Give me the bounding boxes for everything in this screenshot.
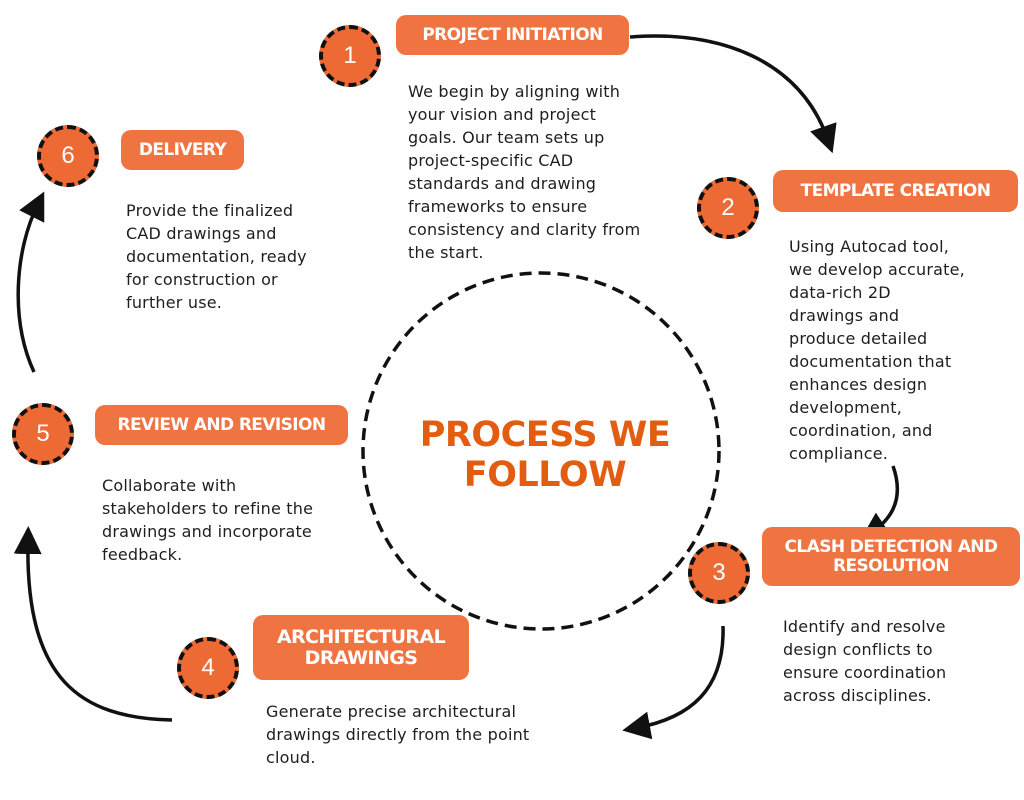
- step-5-number-badge: 5: [12, 403, 74, 465]
- step-4-description: Generate precise architectural drawings …: [266, 702, 530, 767]
- step-2-description: Using Autocad tool, we develop accurate,…: [789, 237, 965, 463]
- step-3-description: Identify and resolve design conflicts to…: [783, 617, 947, 705]
- step-5-title: REVIEW AND REVISION: [95, 405, 348, 445]
- step-3-title: CLASH DETECTION AND RESOLUTION: [762, 527, 1020, 586]
- step-1-description: We begin by aligning with your vision an…: [408, 82, 641, 262]
- center-title-line1: PROCESS WE: [419, 415, 671, 455]
- arrow-2-to-3: [860, 465, 899, 540]
- arrow-4-to-5: [13, 526, 173, 722]
- step-6-title: DELIVERY: [121, 130, 244, 170]
- step-1-title: PROJECT INITIATION: [396, 15, 629, 55]
- step-5-description: Collaborate with stakeholders to refine …: [102, 476, 314, 564]
- step-2-title: TEMPLATE CREATION: [773, 170, 1018, 212]
- arrow-3-to-4: [622, 625, 725, 740]
- step-2-number-badge: 2: [697, 177, 759, 239]
- step-1-number-badge: 1: [319, 25, 381, 87]
- step-6-description: Provide the finalized CAD drawings and d…: [126, 201, 307, 312]
- step-6-number-badge: 6: [37, 125, 99, 187]
- center-dashed-circle: [361, 271, 721, 631]
- center-title-line2: FOLLOW: [463, 455, 627, 495]
- center-title: PROCESS WE FOLLOW: [395, 415, 695, 495]
- step-4-title: ARCHITECTURAL DRAWINGS: [253, 615, 469, 680]
- step-4-number-badge: 4: [177, 637, 239, 699]
- step-3-number-badge: 3: [688, 542, 750, 604]
- arrow-1-to-2: [629, 34, 837, 154]
- arrow-5-to-6: [16, 191, 45, 373]
